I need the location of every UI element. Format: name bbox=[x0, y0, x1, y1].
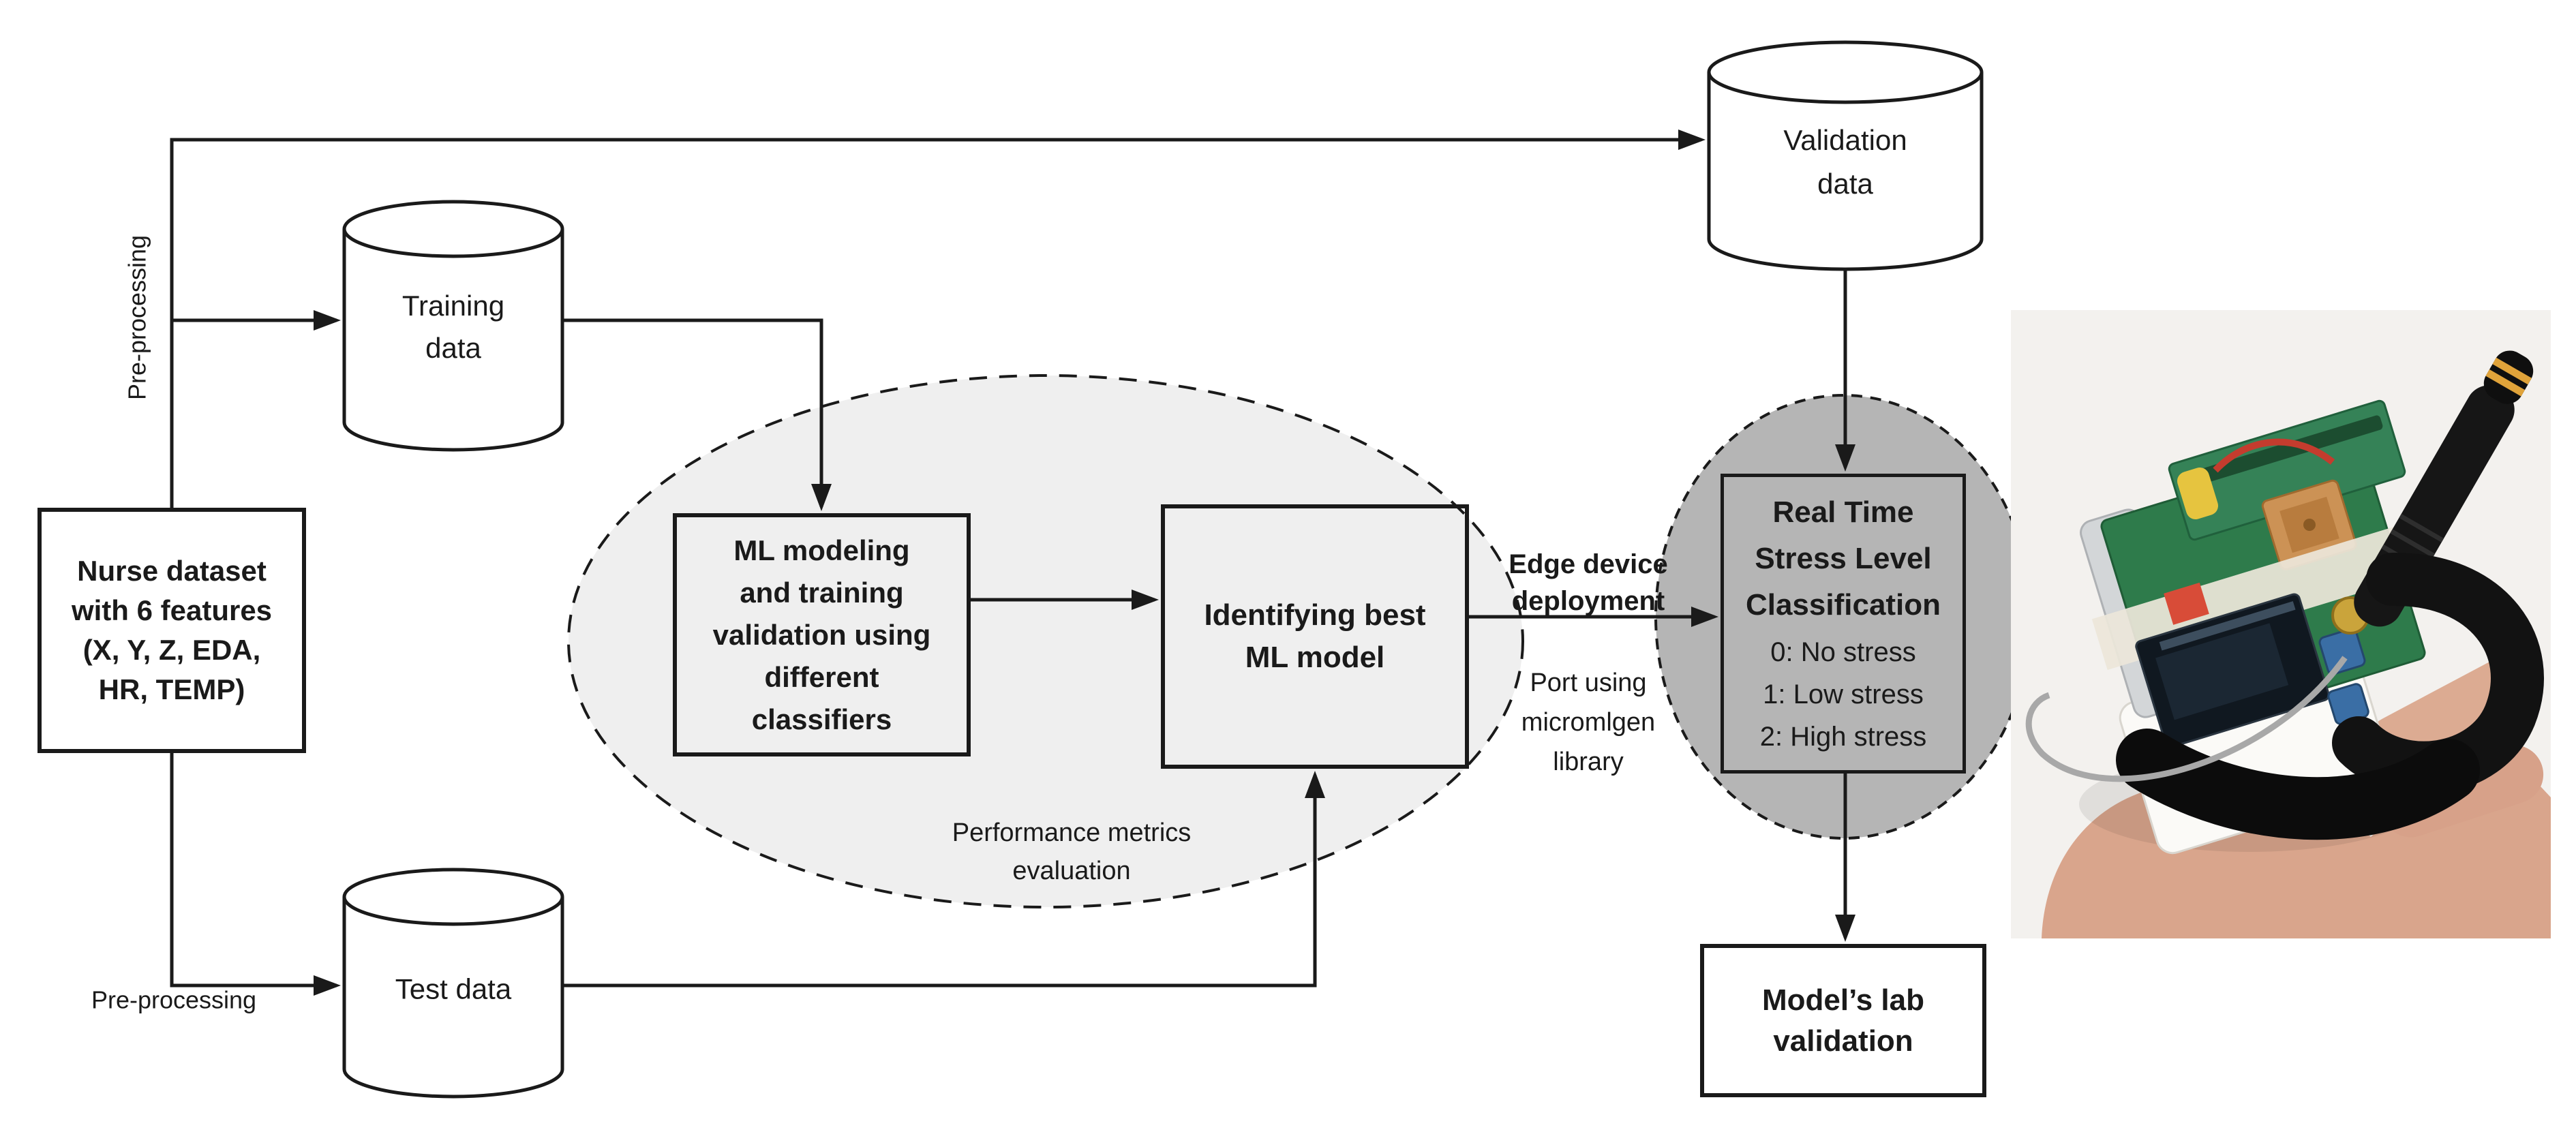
red-tab bbox=[2164, 582, 2209, 625]
ml-modeling-label: ML modeling and training validation usin… bbox=[712, 534, 931, 735]
identify-best-model-label: Identifying best ML model bbox=[1204, 598, 1426, 674]
arrow-test-to-identify bbox=[562, 771, 1325, 988]
stress-level-legend: 0: No stress 1: Low stress 2: High stres… bbox=[1759, 637, 1927, 752]
sensor-wire bbox=[2025, 656, 2348, 782]
validation-database-cylinder-icon bbox=[1707, 40, 1984, 271]
connector-arrows bbox=[170, 129, 1855, 996]
velcro-strap-lower bbox=[2116, 729, 2480, 840]
ml-modeling-box: ML modeling and training validation usin… bbox=[673, 513, 971, 756]
model-lab-validation-label: Model’s lab validation bbox=[1762, 983, 1924, 1058]
realtime-classification-title: Real Time Stress Level Classification bbox=[1745, 495, 1941, 622]
gps-antenna-pin bbox=[2303, 519, 2316, 531]
model-lab-validation-box: Model’s lab validation bbox=[1700, 944, 1986, 1097]
database-cylinders bbox=[342, 40, 1984, 1099]
preprocessing-label-horizontal: Pre-processing bbox=[91, 985, 257, 1014]
performance-metrics-label: Performance metrics evaluation bbox=[952, 819, 1192, 885]
potentiometer bbox=[2318, 628, 2366, 675]
nurse-dataset-label: Nurse dataset with 6 features (X, Y, Z, … bbox=[71, 555, 273, 705]
test-database-cylinder-icon bbox=[342, 868, 564, 1099]
pipeline-ellipse bbox=[567, 374, 1524, 908]
arrow-nurse-to-test bbox=[170, 753, 341, 996]
arrow-training-to-mlbox bbox=[562, 318, 832, 511]
edge-device-deployment-label: Edge device deployment bbox=[1509, 549, 1668, 616]
arrow-nurse-to-validation bbox=[170, 129, 1706, 508]
training-database-cylinder-icon bbox=[342, 200, 564, 452]
red-wire bbox=[2213, 438, 2335, 473]
wearable-device-photo bbox=[2011, 310, 2551, 938]
realtime-classification-box: Real Time Stress Level Classification 0:… bbox=[1721, 474, 1966, 774]
test-data-label: Test data bbox=[395, 973, 512, 1005]
nurse-dataset-box: Nurse dataset with 6 features (X, Y, Z, … bbox=[37, 508, 306, 753]
oled-screen bbox=[2155, 623, 2289, 720]
oled-strip bbox=[2159, 601, 2296, 651]
port-micromlgen-label: Port using micromlgen library bbox=[1521, 669, 1656, 776]
identify-best-model-box: Identifying best ML model bbox=[1161, 504, 1469, 769]
preprocessing-label-vertical: Pre-processing bbox=[123, 234, 151, 401]
yellow-wire-tab bbox=[2177, 468, 2218, 519]
validation-data-label: Validation data bbox=[1783, 124, 1907, 200]
pin-header bbox=[2191, 415, 2383, 486]
training-data-label: Training data bbox=[401, 290, 505, 364]
